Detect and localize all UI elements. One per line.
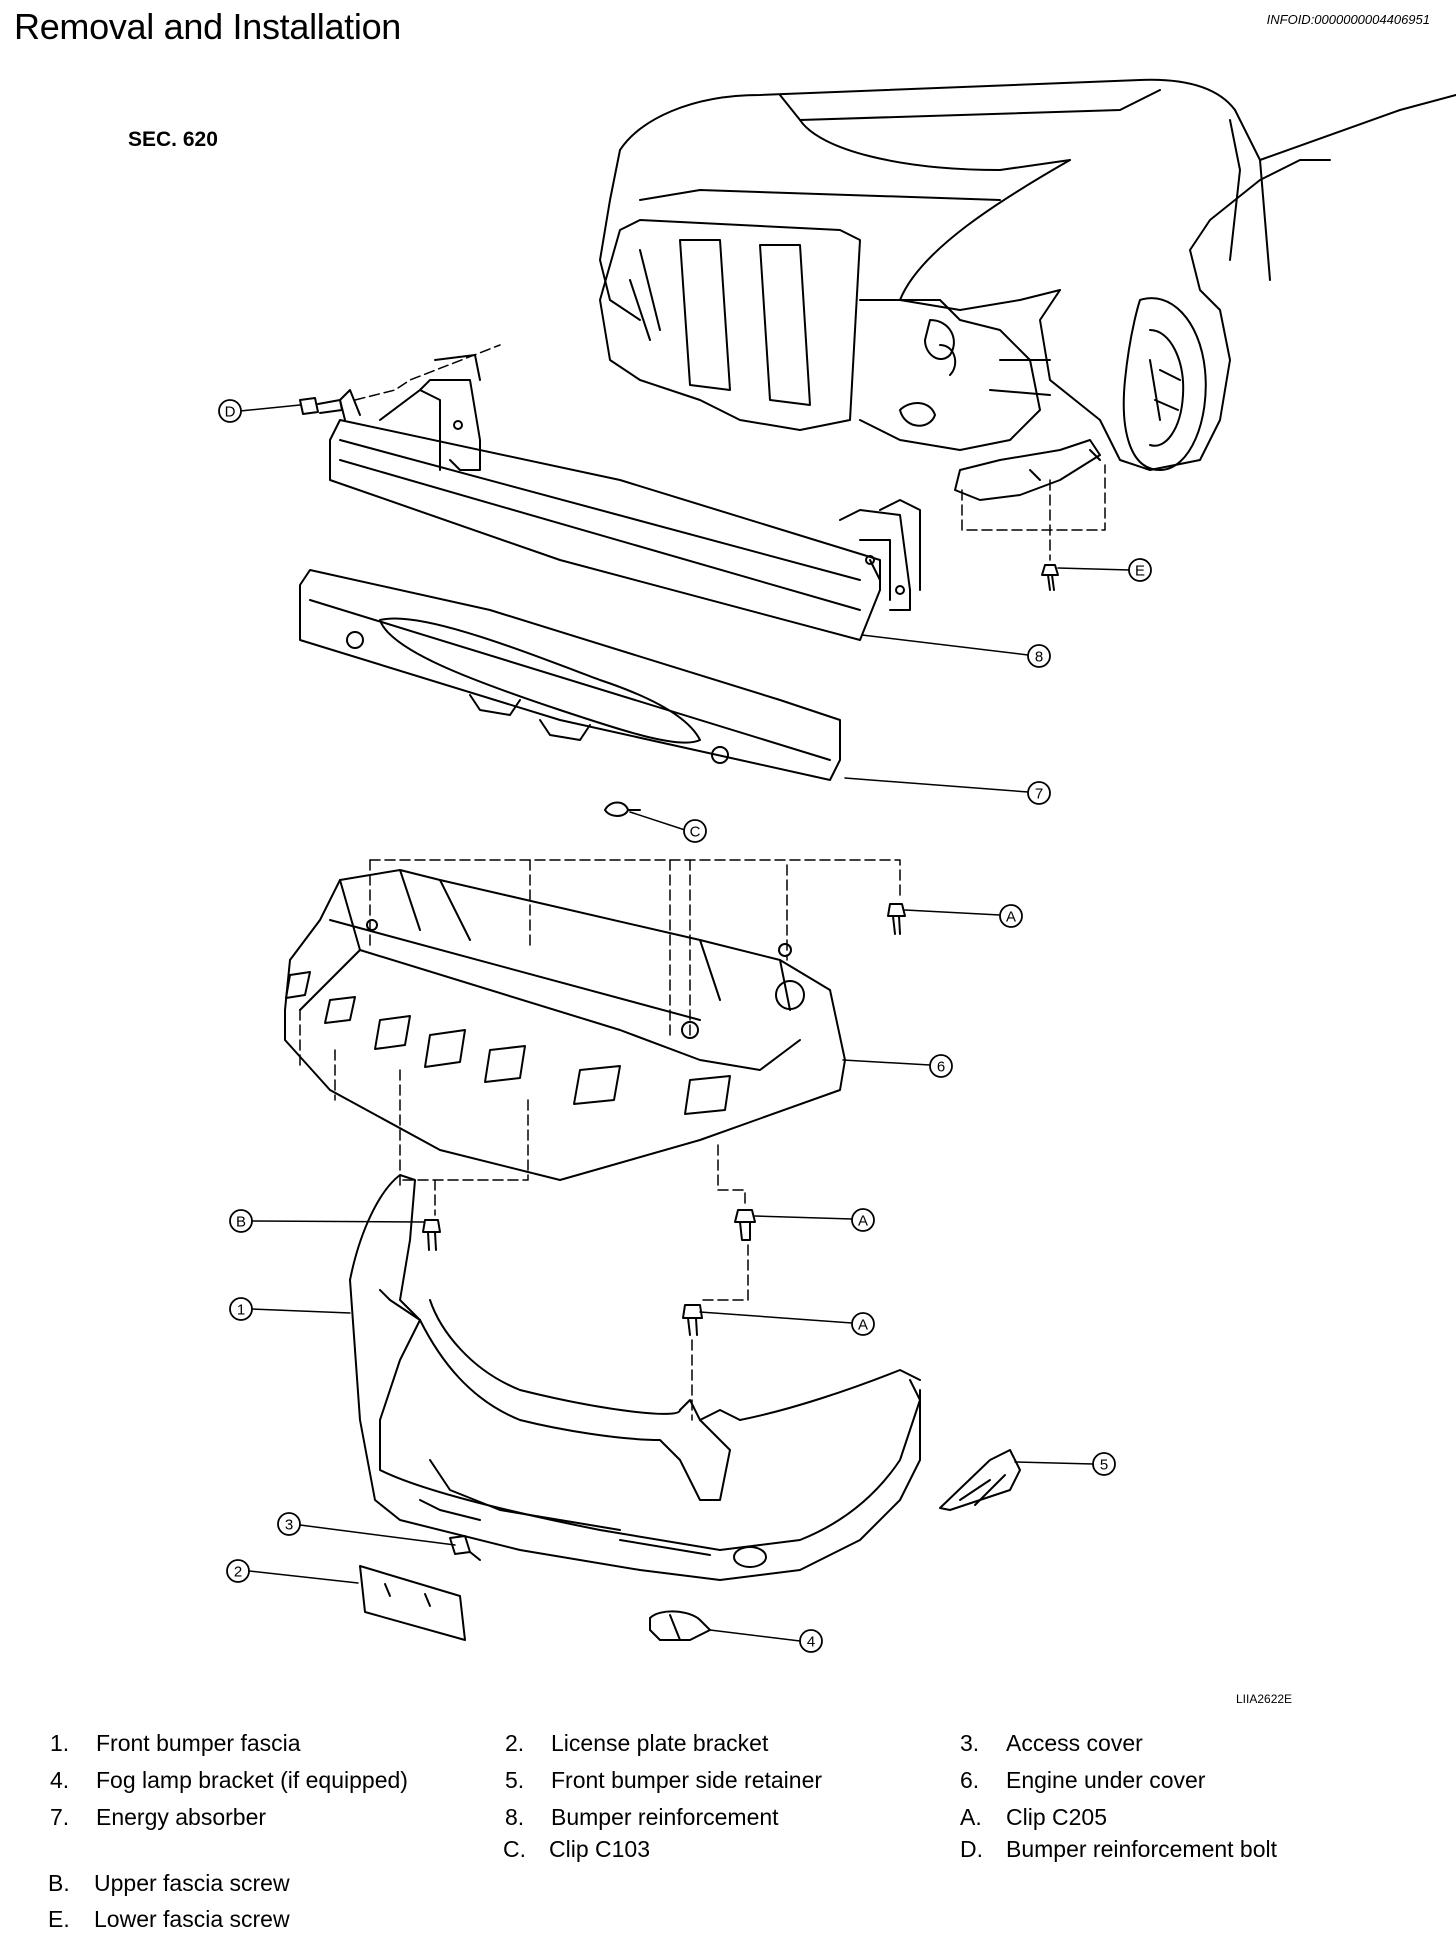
legend-item-5: 5. Front bumper side retainer (505, 1767, 822, 1794)
legend-item-1: 1. Front bumper fascia (50, 1730, 301, 1757)
legend-key: 4. (50, 1767, 70, 1793)
legend-key: A. (960, 1804, 982, 1830)
callout-7-label: 7 (1035, 786, 1043, 803)
alignment-lines (299, 344, 1106, 1421)
legend-text: Access cover (1006, 1730, 1143, 1756)
legend-item-3: 3. Access cover (960, 1730, 1143, 1757)
callout-5-label: 5 (1100, 1457, 1108, 1474)
vehicle-front-body (599, 78, 1456, 501)
callout-a-mid (851, 1208, 875, 1232)
front-bumper-side-retainer (939, 1449, 1021, 1511)
callout-8 (1027, 644, 1051, 668)
legend-text: Bumper reinforcement (551, 1804, 779, 1830)
legend-item-8: 8. Bumper reinforcement (505, 1804, 779, 1831)
callout-e-label: E (1135, 563, 1145, 580)
callout-8-label: 8 (1035, 649, 1043, 666)
fastener-a-clip-mid (734, 1209, 756, 1241)
callout-7 (1027, 781, 1051, 805)
legend-text: Clip C205 (1006, 1804, 1107, 1830)
legend-item-a: A. Clip C205 (960, 1804, 1107, 1831)
fastener-c-clip (604, 801, 641, 817)
license-plate-bracket (359, 1565, 466, 1641)
legend-item-e: E. Lower fascia screw (48, 1906, 290, 1933)
legend-key: 8. (505, 1804, 525, 1830)
callout-4 (799, 1629, 823, 1653)
legend-key: 6. (960, 1767, 980, 1793)
legend-key: 3. (960, 1730, 980, 1756)
legend-item-b: B. Upper fascia screw (48, 1870, 290, 1897)
legend-text: Clip C103 (549, 1836, 650, 1862)
legend-text: Bumper reinforcement bolt (1006, 1836, 1278, 1862)
callout-b-label: B (236, 1214, 246, 1231)
fastener-b-screw (422, 1219, 441, 1251)
fastener-e-screw (1041, 564, 1059, 591)
legend-item-d: D. Bumper reinforcement bolt (960, 1836, 1277, 1863)
energy-absorber (299, 569, 841, 781)
callout-c-label: C (690, 824, 701, 841)
figure-id: LIIA2622E (1236, 1692, 1293, 1706)
legend-text: Energy absorber (96, 1804, 267, 1830)
fastener-d-bolt (299, 397, 343, 415)
legend-key: E. (48, 1906, 70, 1932)
front-bumper-fascia (349, 1174, 921, 1581)
legend-item-6: 6. Engine under cover (960, 1767, 1205, 1794)
callout-1 (229, 1297, 253, 1321)
fastener-a-clip-low (682, 1304, 703, 1336)
legend-text: Fog lamp bracket (if equipped) (96, 1767, 408, 1793)
legend-text: Front bumper fascia (96, 1730, 301, 1756)
legend-key: B. (48, 1870, 70, 1896)
callout-e (1128, 558, 1152, 582)
callout-a-mid-label: A (858, 1213, 868, 1230)
legend-item-c: C. Clip C103 (503, 1836, 650, 1863)
callout-c (683, 819, 707, 843)
callout-d-label: D (225, 404, 236, 421)
bumper-reinforcement (329, 354, 921, 641)
page-title: Removal and Installation (14, 6, 402, 47)
legend-key: 1. (50, 1730, 70, 1756)
legend-key: D. (960, 1836, 983, 1862)
access-cover (449, 1535, 481, 1561)
legend-text: Engine under cover (1006, 1767, 1206, 1793)
callout-a-low (851, 1312, 875, 1336)
fastener-a-clip-top (887, 903, 906, 935)
legend-text: Lower fascia screw (94, 1906, 290, 1932)
callout-4-label: 4 (807, 1634, 815, 1651)
section-label: SEC. 620 (128, 128, 218, 151)
leader-lines (239, 404, 1131, 1642)
callout-a-top-label: A (1006, 909, 1016, 926)
legend-key: 2. (505, 1730, 525, 1756)
callout-1-label: 1 (237, 1302, 245, 1319)
legend-item-7: 7. Energy absorber (50, 1804, 266, 1831)
callout-6 (929, 1054, 953, 1078)
legend-item-4: 4. Fog lamp bracket (if equipped) (50, 1767, 408, 1794)
legend-key: 5. (505, 1767, 525, 1793)
callout-d (218, 399, 242, 423)
callout-2 (226, 1559, 250, 1583)
fog-lamp-bracket (649, 1610, 711, 1641)
engine-under-cover (284, 869, 846, 1181)
legend-text: Upper fascia screw (94, 1870, 290, 1896)
legend-key: 7. (50, 1804, 70, 1830)
legend-text: Front bumper side retainer (551, 1767, 823, 1793)
callout-b (229, 1209, 253, 1233)
callout-3 (277, 1512, 301, 1536)
callout-5 (1092, 1452, 1116, 1476)
callout-a-top (999, 904, 1023, 928)
legend-item-2: 2. License plate bracket (505, 1730, 768, 1757)
callout-3-label: 3 (285, 1517, 293, 1534)
info-id: INFOID:0000000004406951 (1266, 12, 1430, 27)
callout-2-label: 2 (234, 1564, 242, 1581)
callout-a-low-label: A (858, 1317, 868, 1334)
legend-key: C. (503, 1836, 526, 1862)
legend-text: License plate bracket (551, 1730, 769, 1756)
callout-6-label: 6 (937, 1059, 945, 1076)
